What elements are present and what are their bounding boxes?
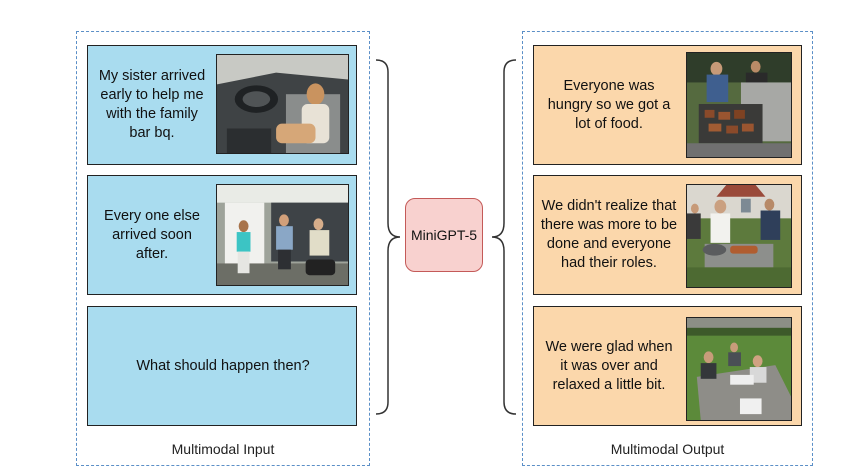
backyard-grill-photo bbox=[686, 184, 792, 288]
input-card-2-text: Every one else arrived soon after. bbox=[104, 207, 200, 262]
input-panel-label: Multimodal Input bbox=[171, 441, 275, 457]
input-card-3: What should happen then? bbox=[87, 306, 357, 426]
output-card-3: We were glad when it was over and relaxe… bbox=[533, 306, 802, 426]
input-card-1-text: My sister arrived early to help me with … bbox=[98, 68, 206, 141]
input-brace bbox=[375, 59, 401, 415]
output-card-2-text: We didn't realize that there was more to… bbox=[540, 198, 678, 271]
patio-relaxing-photo bbox=[686, 317, 792, 421]
output-panel-label: Multimodal Output bbox=[610, 441, 725, 457]
input-card-2: Every one else arrived soon after. bbox=[87, 175, 357, 295]
output-card-1: Everyone was hungry so we got a lot of f… bbox=[533, 45, 802, 165]
output-card-2: We didn't realize that there was more to… bbox=[533, 175, 802, 295]
output-card-1-text: Everyone was hungry so we got a lot of f… bbox=[547, 77, 671, 132]
people-in-garage-photo bbox=[216, 184, 349, 286]
input-card-1: My sister arrived early to help me with … bbox=[87, 45, 357, 165]
input-card-3-text: What should happen then? bbox=[136, 357, 310, 374]
output-card-3-text: We were glad when it was over and relaxe… bbox=[545, 338, 673, 393]
output-panel: Multimodal Output bbox=[522, 31, 813, 466]
output-brace bbox=[491, 59, 517, 415]
minigpt5-model-box: MiniGPT-5 bbox=[405, 198, 483, 272]
grilling-food-photo bbox=[686, 52, 792, 158]
woman-in-car-photo bbox=[216, 54, 349, 154]
input-panel: Multimodal Input bbox=[76, 31, 370, 466]
model-label: MiniGPT-5 bbox=[410, 227, 478, 243]
